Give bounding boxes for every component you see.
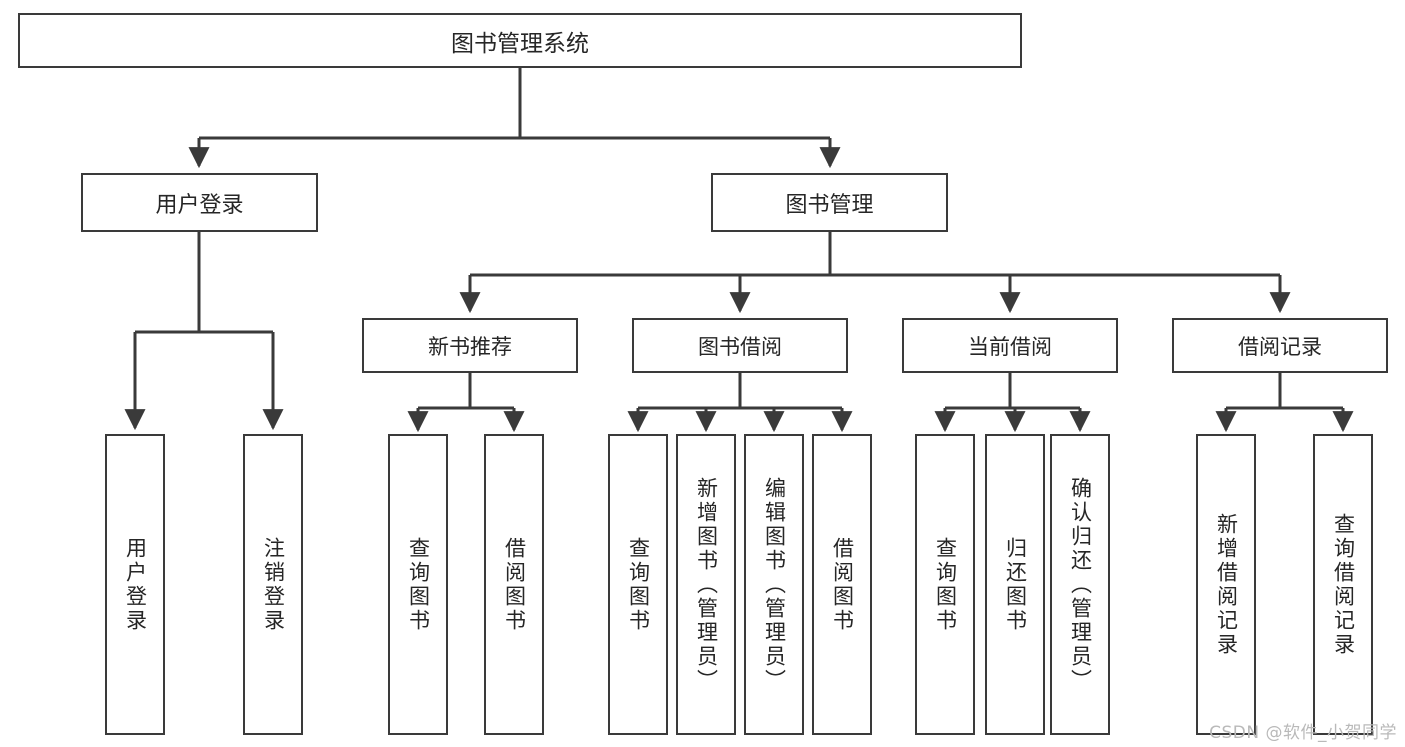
leaf-query-book-2-label: 查询图书: [626, 536, 651, 633]
leaf-borrow-book-2[interactable]: 借阅图书: [812, 434, 872, 735]
leaf-borrow-book-1-label: 借阅图书: [502, 536, 527, 633]
leaf-query-book-2[interactable]: 查询图书: [608, 434, 668, 735]
leaf-logout[interactable]: 注销登录: [243, 434, 303, 735]
leaf-edit-book[interactable]: 编辑图书（管理员）: [744, 434, 804, 735]
node-root[interactable]: 图书管理系统: [18, 13, 1022, 68]
node-book-borrow[interactable]: 图书借阅: [632, 318, 848, 373]
leaf-query-book-1[interactable]: 查询图书: [388, 434, 448, 735]
node-user-login-label: 用户登录: [155, 192, 244, 218]
leaf-return-book-label: 归还图书: [1003, 536, 1028, 633]
leaf-query-book-1-label: 查询图书: [406, 536, 431, 633]
leaf-edit-book-label: 编辑图书（管理员）: [762, 476, 787, 693]
leaf-add-book-label: 新增图书（管理员）: [694, 476, 719, 693]
leaf-confirm-return[interactable]: 确认归还（管理员）: [1050, 434, 1110, 735]
leaf-add-book[interactable]: 新增图书（管理员）: [676, 434, 736, 735]
node-root-label: 图书管理系统: [451, 30, 589, 57]
node-book-borrow-label: 图书借阅: [698, 334, 782, 359]
leaf-query-record[interactable]: 查询借阅记录: [1313, 434, 1373, 735]
leaf-user-login[interactable]: 用户登录: [105, 434, 165, 735]
watermark: CSDN @软件_小贺同学: [1209, 723, 1397, 743]
node-new-book-rec-label: 新书推荐: [428, 334, 512, 359]
leaf-add-record[interactable]: 新增借阅记录: [1196, 434, 1256, 735]
node-book-manage[interactable]: 图书管理: [711, 173, 948, 232]
node-user-login[interactable]: 用户登录: [81, 173, 318, 232]
leaf-borrow-book-2-label: 借阅图书: [830, 536, 855, 633]
node-borrow-record[interactable]: 借阅记录: [1172, 318, 1388, 373]
leaf-confirm-return-label: 确认归还（管理员）: [1068, 476, 1093, 693]
node-current-borrow-label: 当前借阅: [968, 334, 1052, 359]
leaf-logout-label: 注销登录: [261, 536, 286, 633]
node-borrow-record-label: 借阅记录: [1238, 334, 1322, 359]
leaf-query-record-label: 查询借阅记录: [1331, 512, 1356, 657]
node-current-borrow[interactable]: 当前借阅: [902, 318, 1118, 373]
leaf-query-book-3[interactable]: 查询图书: [915, 434, 975, 735]
leaf-add-record-label: 新增借阅记录: [1214, 512, 1239, 657]
leaf-borrow-book-1[interactable]: 借阅图书: [484, 434, 544, 735]
leaf-user-login-label: 用户登录: [123, 536, 148, 633]
leaf-query-book-3-label: 查询图书: [933, 536, 958, 633]
node-book-manage-label: 图书管理: [785, 192, 874, 218]
node-new-book-rec[interactable]: 新书推荐: [362, 318, 578, 373]
leaf-return-book[interactable]: 归还图书: [985, 434, 1045, 735]
